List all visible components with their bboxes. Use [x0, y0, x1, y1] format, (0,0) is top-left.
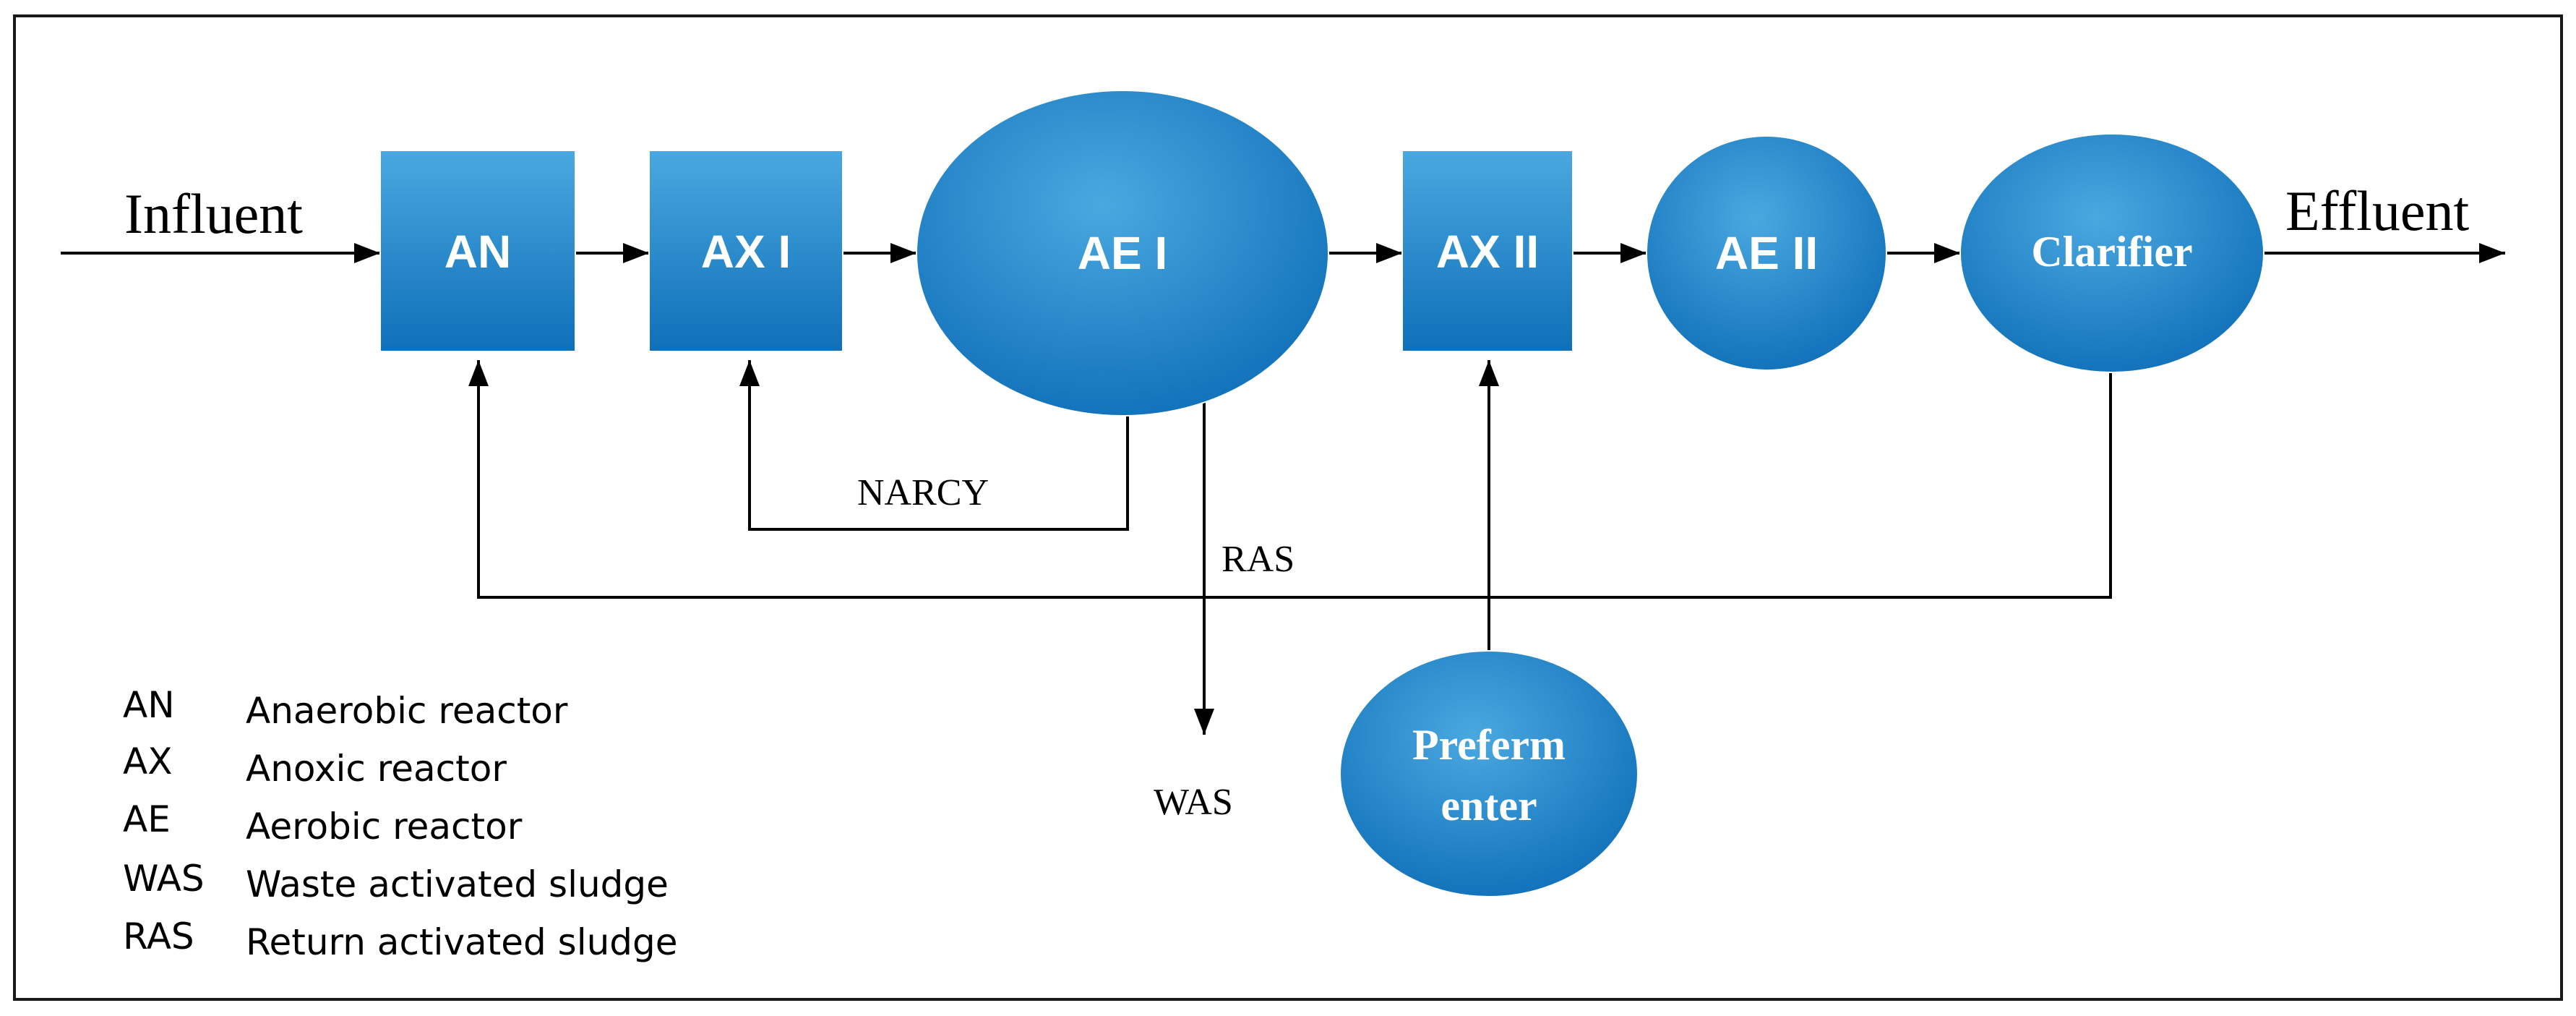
node-ax2-label: AX II: [1436, 226, 1539, 278]
legend-abbr: AN: [123, 684, 175, 726]
node-clarifier: Clarifier: [1959, 133, 2264, 373]
narcy-label: NARCY: [857, 472, 989, 513]
legend-desc: Return activated sludge: [246, 921, 678, 963]
was-label: WAS: [1154, 782, 1233, 823]
legend: AN Anaerobic reactor AX Anoxic reactor A…: [123, 684, 678, 963]
node-ae2-label: AE II: [1715, 227, 1818, 279]
node-prefermenter-label-line2: enter: [1441, 782, 1537, 829]
effluent-label: Effluent: [2285, 179, 2469, 242]
node-prefermenter: Preferm enter: [1339, 650, 1639, 897]
node-an: AN: [379, 150, 576, 352]
node-ae2: AE II: [1646, 135, 1887, 371]
legend-desc: Waste activated sludge: [246, 863, 669, 905]
ras-recycle-line: [468, 360, 2112, 599]
ras-label: RAS: [1222, 539, 1295, 580]
node-prefermenter-label-line1: Preferm: [1412, 721, 1566, 769]
narcy-recycle-line: [739, 360, 1129, 531]
legend-desc: Anoxic reactor: [246, 748, 507, 790]
influent-label: Influent: [124, 182, 303, 245]
legend-desc: Anaerobic reactor: [246, 690, 568, 732]
legend-abbr: AE: [123, 798, 171, 840]
legend-abbr: AX: [123, 740, 172, 782]
node-ax1: AX I: [648, 150, 843, 352]
legend-abbr: RAS: [123, 915, 194, 957]
node-ae1: AE I: [916, 90, 1329, 417]
legend-desc: Aerobic reactor: [246, 806, 523, 848]
node-an-label: AN: [445, 226, 511, 278]
legend-abbr: WAS: [123, 858, 205, 900]
node-ae1-label: AE I: [1078, 227, 1167, 279]
node-ax1-label: AX I: [701, 226, 791, 278]
node-clarifier-label: Clarifier: [2031, 228, 2192, 276]
node-ax2: AX II: [1401, 150, 1573, 352]
